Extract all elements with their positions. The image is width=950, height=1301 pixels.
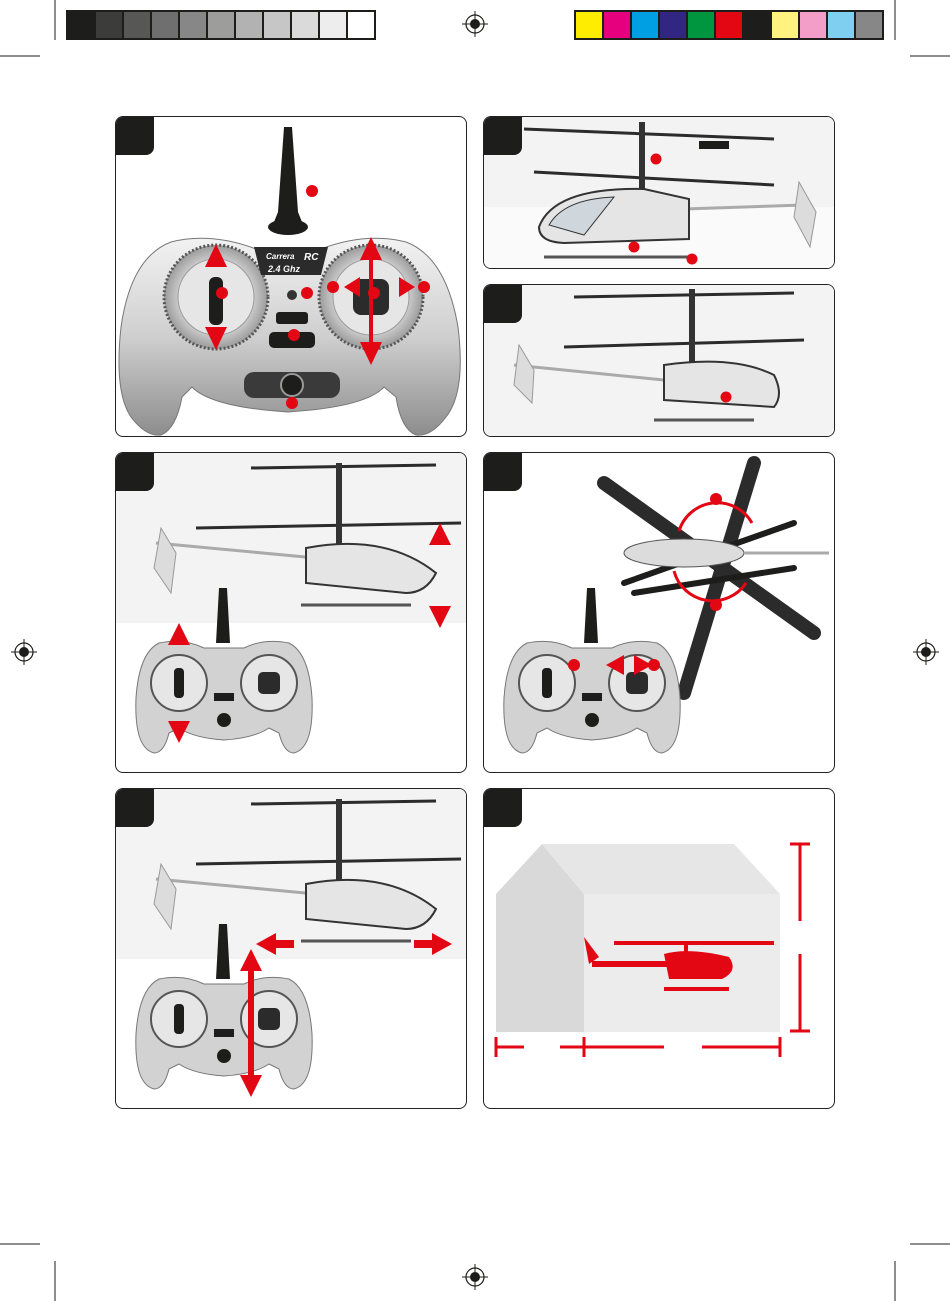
panel-3-helicopter-side <box>483 284 835 437</box>
throttle-illustration <box>116 453 467 773</box>
panel-4-throttle <box>115 452 467 773</box>
panel-5-rotation <box>483 452 835 773</box>
brand-label: Carrera <box>266 252 295 261</box>
registration-mark <box>462 1264 488 1290</box>
panel-number-tab <box>483 452 522 491</box>
room-illustration <box>484 789 835 1109</box>
panel-6-forward-backward <box>115 788 467 1109</box>
rotation-illustration <box>484 453 835 773</box>
panel-number-tab <box>115 452 154 491</box>
panel-number-tab <box>483 284 522 323</box>
transmitter-illustration: Carrera RC 2.4 Ghz <box>116 117 467 437</box>
frequency-label: 2.4 Ghz <box>267 264 301 274</box>
forward-backward-illustration <box>116 789 467 1109</box>
model-mark: RC <box>304 252 319 263</box>
panel-number-tab <box>483 116 522 155</box>
helicopter-illustration <box>484 117 835 269</box>
panel-2-helicopter-side <box>483 116 835 269</box>
registration-mark <box>913 639 939 665</box>
panel-number-tab <box>115 788 154 827</box>
panel-1-transmitter: Carrera RC 2.4 Ghz <box>115 116 467 437</box>
registration-mark <box>11 639 37 665</box>
panel-number-tab <box>483 788 522 827</box>
helicopter-illustration <box>484 285 835 437</box>
panel-7-flight-space <box>483 788 835 1109</box>
registration-mark <box>462 11 488 37</box>
